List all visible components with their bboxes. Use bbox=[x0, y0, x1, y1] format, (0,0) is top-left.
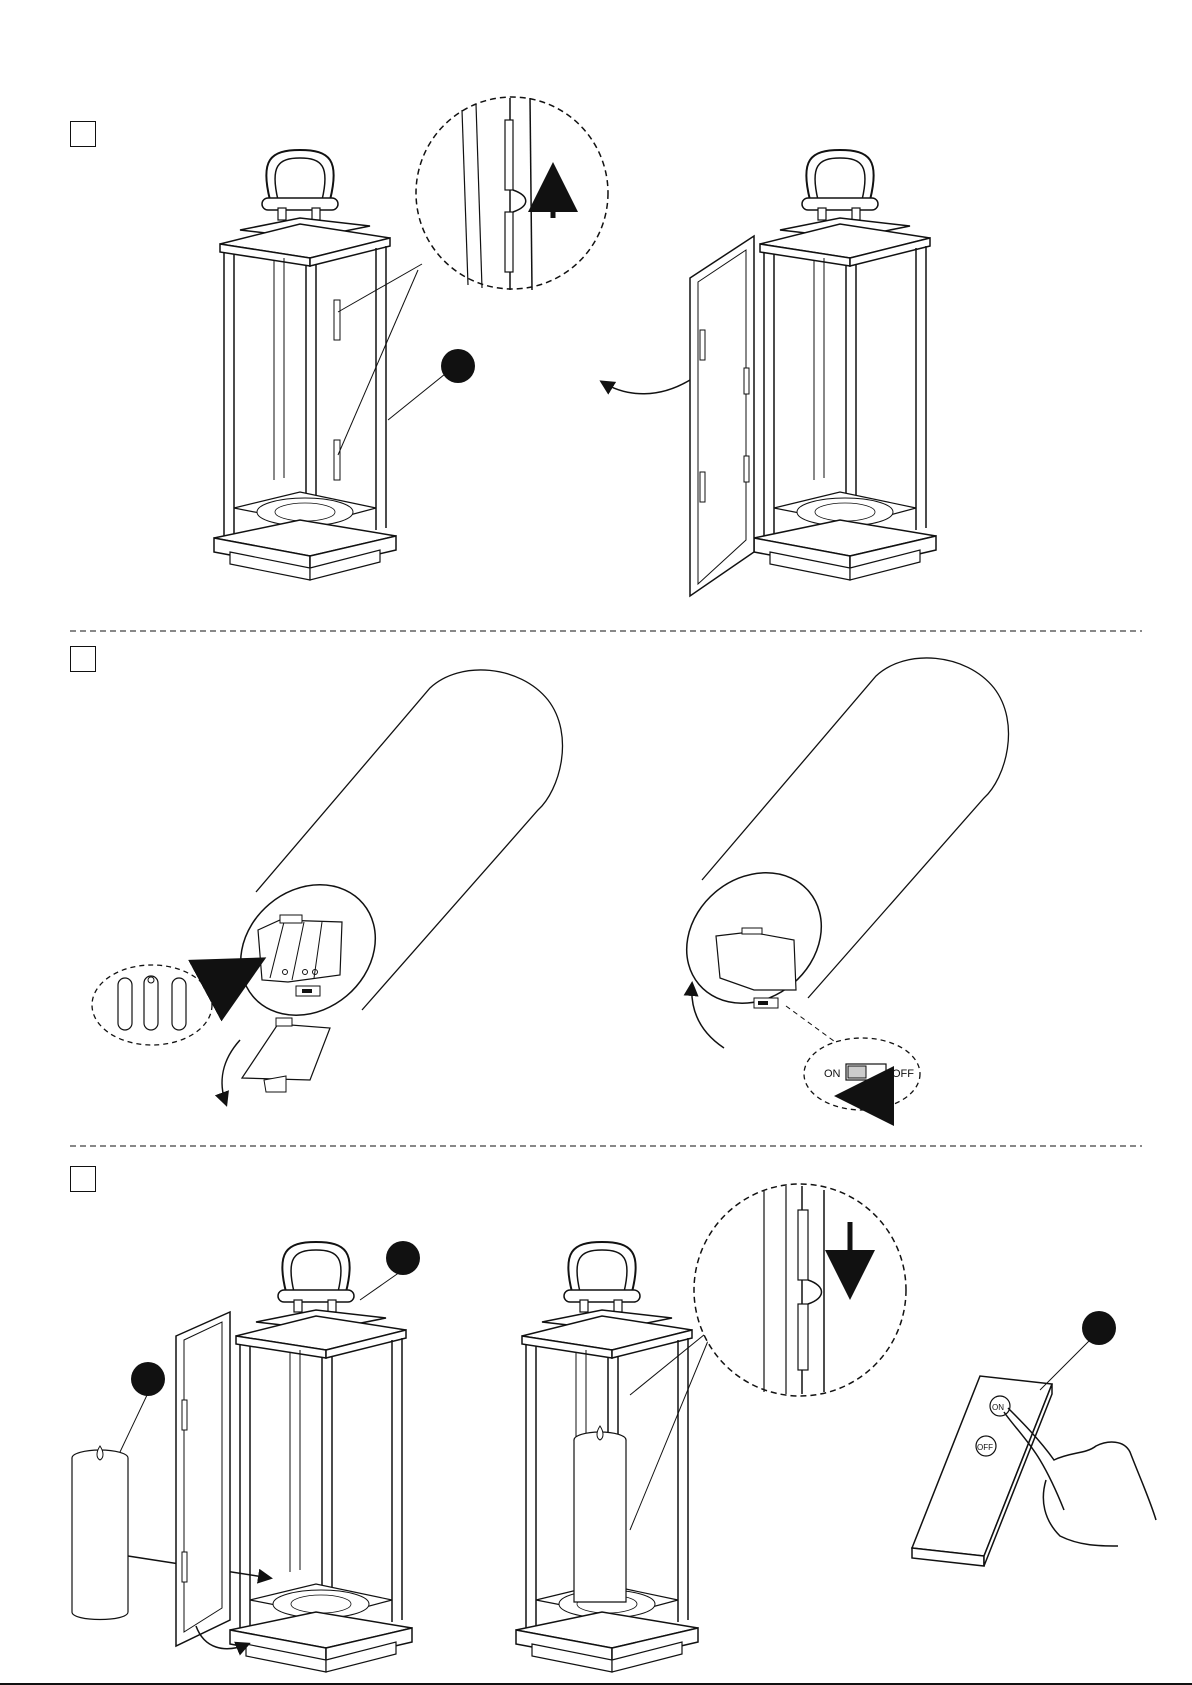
step-3-remote-control: ON OFF bbox=[912, 1340, 1156, 1566]
remote-off-label: OFF bbox=[977, 1443, 993, 1452]
switch-zoom: ON OFF bbox=[804, 1038, 920, 1110]
step-3-close-door bbox=[516, 1242, 710, 1672]
step-1-lantern-closed bbox=[214, 150, 450, 580]
step-1-hinge-zoom bbox=[416, 97, 608, 290]
step-3-place-candle bbox=[72, 1242, 412, 1672]
step-3-hinge-zoom bbox=[694, 1184, 906, 1396]
switch-off-label: OFF bbox=[892, 1068, 914, 1080]
remote-on-label: ON bbox=[992, 1403, 1004, 1412]
switch-on-label: ON bbox=[824, 1068, 841, 1080]
step-2-candle-battery bbox=[92, 670, 563, 1104]
step-2-candle-switch bbox=[660, 658, 1008, 1048]
step-1-lantern-open bbox=[602, 150, 936, 596]
